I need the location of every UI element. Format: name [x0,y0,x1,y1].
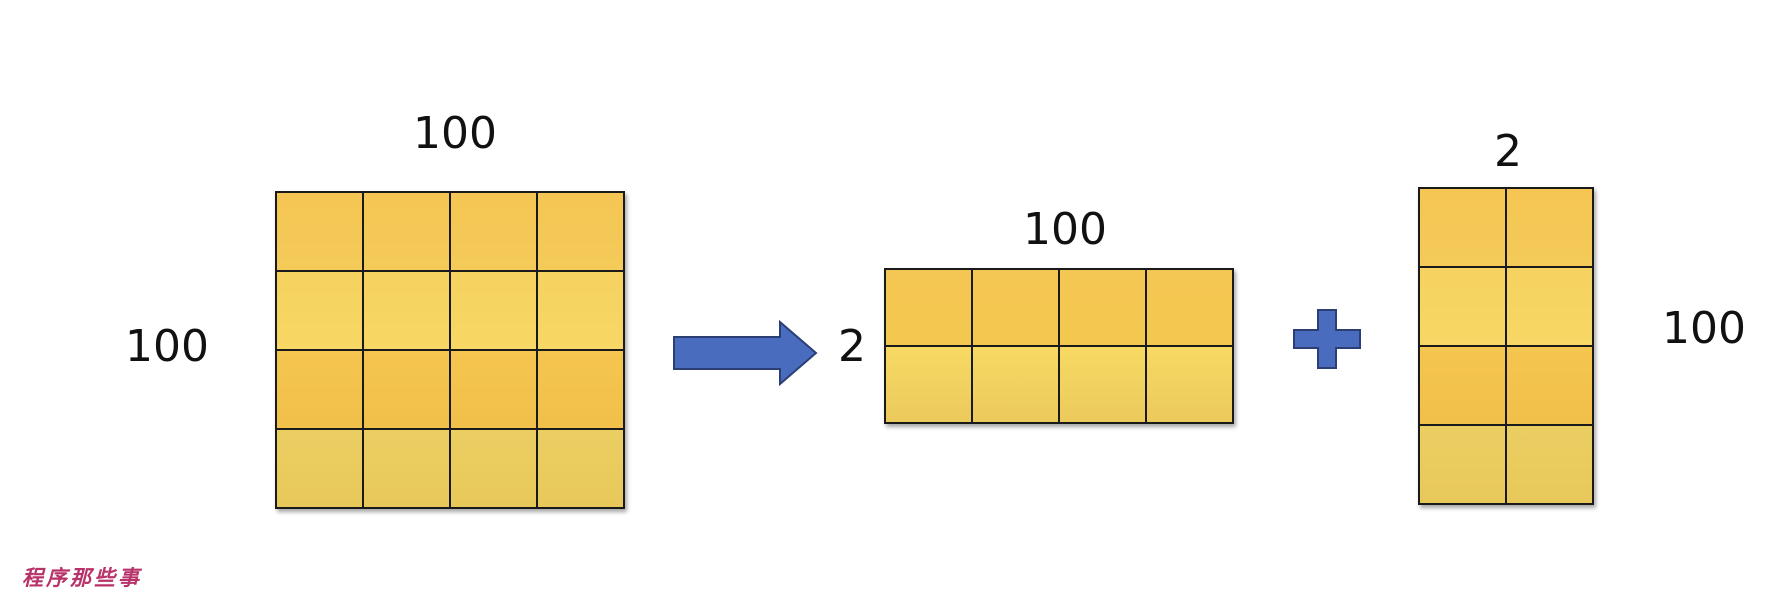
matrix-cell [451,272,536,349]
matrix-a-top-label: 100 [413,108,497,159]
matrix-cell [364,430,449,507]
matrix-cell [538,430,623,507]
matrix-cell [1420,347,1505,424]
matrix-cell [1507,347,1592,424]
matrix-cell [1060,270,1145,345]
matrix-cell [1147,347,1232,422]
matrix-cell [973,347,1058,422]
matrix-cell [1420,189,1505,266]
watermark: 程序那些事 [22,565,142,590]
matrix-cell [1060,347,1145,422]
matrix-cell [538,351,623,428]
matrix-cell [364,351,449,428]
matrix-cell [277,351,362,428]
plus-icon [1293,309,1361,369]
matrix-cell [451,430,536,507]
matrix-c [1418,187,1594,505]
matrix-cell [538,193,623,270]
matrix-cell [886,347,971,422]
matrix-cell [1420,268,1505,345]
arrow-right-icon [673,320,818,386]
matrix-cell [1507,268,1592,345]
matrix-cell [277,430,362,507]
matrix-cell [277,272,362,349]
matrix-cell [277,193,362,270]
matrix-cell [364,193,449,270]
matrix-cell [1147,270,1232,345]
matrix-b [884,268,1234,424]
matrix-c-side-label: 100 [1662,303,1746,354]
matrix-c-top-label: 2 [1494,126,1522,177]
matrix-b-side-label: 2 [838,321,866,372]
matrix-cell [1420,426,1505,503]
matrix-a-side-label: 100 [125,321,209,372]
matrix-cell [1507,189,1592,266]
matrix-cell [1507,426,1592,503]
matrix-b-top-label: 100 [1023,204,1107,255]
matrix-cell [538,272,623,349]
matrix-cell [886,270,971,345]
matrix-cell [364,272,449,349]
matrix-cell [451,193,536,270]
matrix-cell [451,351,536,428]
matrix-a [275,191,625,509]
matrix-cell [973,270,1058,345]
